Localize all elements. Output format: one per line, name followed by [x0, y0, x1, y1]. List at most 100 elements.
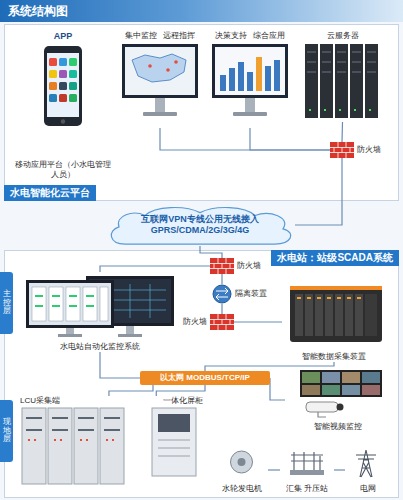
server-leds [309, 109, 371, 111]
network-link [200, 246, 222, 258]
network-link [270, 378, 285, 400]
device-module [345, 294, 353, 336]
monitor-frame [212, 44, 288, 98]
node-label: 智能视频监控 [314, 422, 362, 432]
phone-body [44, 46, 82, 126]
network-link [100, 352, 140, 378]
node-label: 主控层 [3, 290, 11, 316]
network-link [109, 385, 153, 396]
network-link [221, 274, 222, 284]
chart-bar [229, 68, 235, 91]
video-tile [362, 372, 380, 383]
monitor-stand [66, 328, 74, 334]
phone-button [61, 119, 65, 123]
firewall-node: 防火墙 [210, 314, 234, 330]
screen-cell [83, 287, 97, 321]
video-tile [342, 372, 360, 383]
monitor-node: 决策支持综合应用 [208, 30, 292, 128]
cabinet-panels [26, 418, 120, 430]
node-label: GPRS/CDMA/2G/3G/4G [151, 225, 250, 236]
node-label: 汇集 升压站 [286, 484, 328, 494]
grid-node: 电网 [345, 446, 391, 494]
node-label: APP [54, 31, 73, 42]
firewall-brick [210, 314, 234, 330]
server-slots [307, 52, 376, 72]
map-shape [132, 54, 186, 82]
monitor-screen [125, 47, 195, 95]
network-link [156, 385, 205, 396]
monitor-screen [89, 279, 171, 323]
video-tile [322, 372, 340, 383]
device-module [365, 294, 377, 336]
monitor-stand [126, 326, 134, 334]
generator-icon [231, 451, 253, 473]
app-icon [59, 70, 67, 78]
generator-body [231, 451, 253, 473]
mobile-app-node: APP移动应用平台（小水电管理人员） [14, 30, 112, 180]
substation-base [290, 470, 324, 475]
node-label: 水电智能化云平台 [4, 185, 96, 201]
server-unit [350, 44, 363, 118]
generator-node: 水轮发电机 [215, 446, 268, 494]
substation-frame [291, 452, 323, 470]
node-label: 云服务器 [327, 31, 359, 41]
network-link [234, 321, 282, 322]
monitor-base [58, 334, 82, 337]
network-link [341, 122, 343, 142]
app-icon [49, 58, 57, 66]
network-link [160, 128, 330, 150]
device-leds [297, 297, 361, 299]
monitor-screen [215, 47, 285, 95]
scada-panel: 水电站：站级SCADA系统主控层现地层防火墙隔离装置防火墙水电站自动化监控系统智… [4, 250, 399, 498]
device-module [295, 294, 303, 336]
network-link [100, 266, 210, 272]
device-module [335, 294, 343, 336]
chart-bar [238, 62, 244, 91]
video-monitor-node: 智能视频监控 [285, 368, 390, 432]
header-bar [0, 0, 403, 22]
monitor-base [233, 112, 267, 116]
cloud-platform-panel: 水电智能化云平台APP移动应用平台（小水电管理人员）集中监控远程指挥决策支持综合… [4, 24, 399, 201]
network-link [250, 128, 330, 150]
monitor-illustration [122, 44, 198, 116]
screen-cell [100, 287, 108, 321]
station-panel-background [5, 251, 399, 498]
video-monitoring-illustration [300, 370, 382, 417]
app-icon [69, 82, 77, 90]
isolation-arrows [216, 288, 228, 300]
chart-bar [256, 57, 262, 91]
station-monitors-illustration [26, 276, 174, 337]
node-label: 一体化屏柜 [163, 396, 203, 406]
cabinet [100, 408, 124, 484]
node-label: 以太网 MODBUS/TCP/IP [160, 373, 250, 383]
video-tile [362, 385, 380, 395]
monitor-stand [245, 98, 255, 112]
brick-lines [210, 258, 234, 274]
cloud-outline [111, 208, 291, 245]
node-label: 防火墙 [357, 145, 381, 155]
monitor-base [118, 334, 142, 337]
cloud-server-node: 云服务器 [300, 30, 385, 122]
node-label: 防火墙 [237, 261, 261, 271]
map-dot [148, 64, 152, 68]
scada-lines [94, 284, 166, 318]
node-label: 水电站自动化监控系统 [60, 342, 140, 352]
phone-icon [44, 46, 82, 126]
brick-lines [330, 142, 354, 158]
device-case [290, 286, 382, 342]
map-dot [174, 60, 178, 64]
firewall-node: 防火墙 [330, 142, 354, 158]
device-module [315, 294, 323, 336]
node-label: 智能数据采集装置 [302, 352, 366, 362]
monitor-illustration [212, 44, 288, 116]
device-module [355, 294, 363, 336]
app-icon [69, 94, 77, 102]
layer-tab: 主控层 [0, 272, 13, 334]
firewall-icon [210, 258, 234, 274]
substation-icon [290, 452, 324, 475]
video-tile [322, 385, 340, 395]
lcu-node: LCU采集端 [18, 396, 125, 486]
status-marks [35, 296, 94, 306]
monitor-screen [29, 283, 111, 325]
